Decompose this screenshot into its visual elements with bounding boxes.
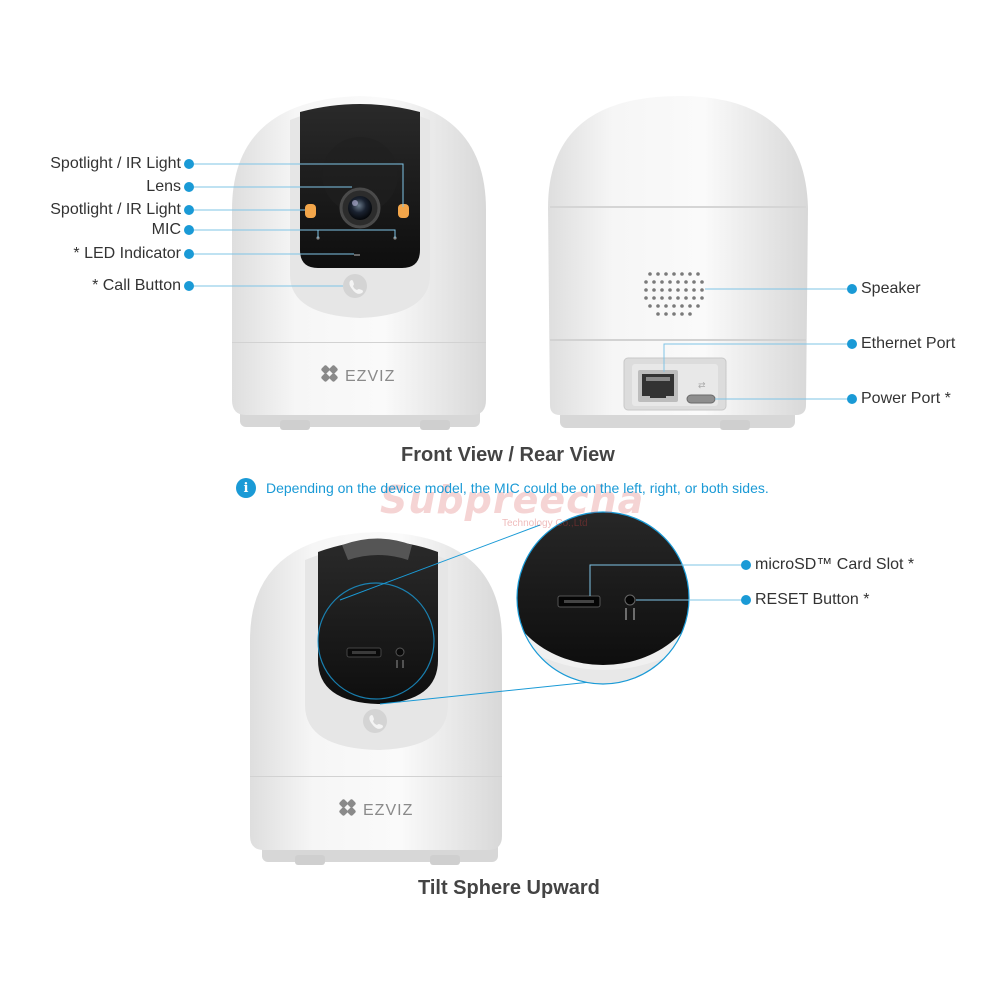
- label-power-port: Power Port *: [861, 390, 951, 407]
- label-spotlight-bottom: Spotlight / IR Light: [50, 201, 181, 218]
- leader-lines: [190, 163, 850, 601]
- leader-dots: [184, 159, 857, 605]
- led-indicator-icon: [354, 254, 360, 256]
- label-call-button: * Call Button: [92, 277, 181, 294]
- zoom-detail: [516, 511, 690, 685]
- ezviz-logo-front: EZVIZ: [345, 368, 395, 385]
- speaker-grille-icon: [644, 272, 704, 316]
- label-mic: MIC: [151, 221, 181, 238]
- tilt-reset-icon: [395, 647, 405, 657]
- label-microsd-slot: microSD™ Card Slot *: [755, 556, 915, 573]
- zoom-reset-icon: [624, 594, 636, 606]
- label-spotlight-top: Spotlight / IR Light: [50, 155, 181, 172]
- rear-camera: ⇄: [548, 96, 808, 430]
- power-port-icon: [686, 394, 716, 404]
- call-button-icon: [343, 274, 367, 298]
- ezviz-logo-front-icon: [321, 365, 338, 382]
- caption-tilt: Tilt Sphere Upward: [418, 877, 600, 899]
- label-reset-button: RESET Button *: [755, 591, 870, 608]
- label-lens: Lens: [146, 178, 181, 195]
- label-led-indicator: * LED Indicator: [73, 245, 181, 262]
- spotlight-right-icon: [398, 204, 409, 218]
- ezviz-logo-tilt: EZVIZ: [363, 802, 413, 819]
- tilt-dark-panel: [318, 541, 438, 704]
- tilt-camera: EZVIZ: [250, 532, 502, 865]
- svg-text:⇄: ⇄: [698, 380, 706, 390]
- label-ethernet-port: Ethernet Port: [861, 335, 956, 352]
- ethernet-port-icon: [638, 370, 678, 402]
- front-camera: EZVIZ: [232, 96, 486, 430]
- label-speaker: Speaker: [861, 280, 921, 297]
- info-icon: i: [236, 478, 256, 498]
- tilt-call-button-icon: [363, 709, 387, 733]
- ezviz-logo-tilt-icon: [339, 799, 356, 816]
- info-note: i Depending on the device model, the MIC…: [236, 478, 769, 498]
- caption-front-rear: Front View / Rear View: [401, 444, 615, 466]
- spotlight-left-icon: [305, 204, 316, 218]
- info-note-text: Depending on the device model, the MIC c…: [266, 480, 769, 496]
